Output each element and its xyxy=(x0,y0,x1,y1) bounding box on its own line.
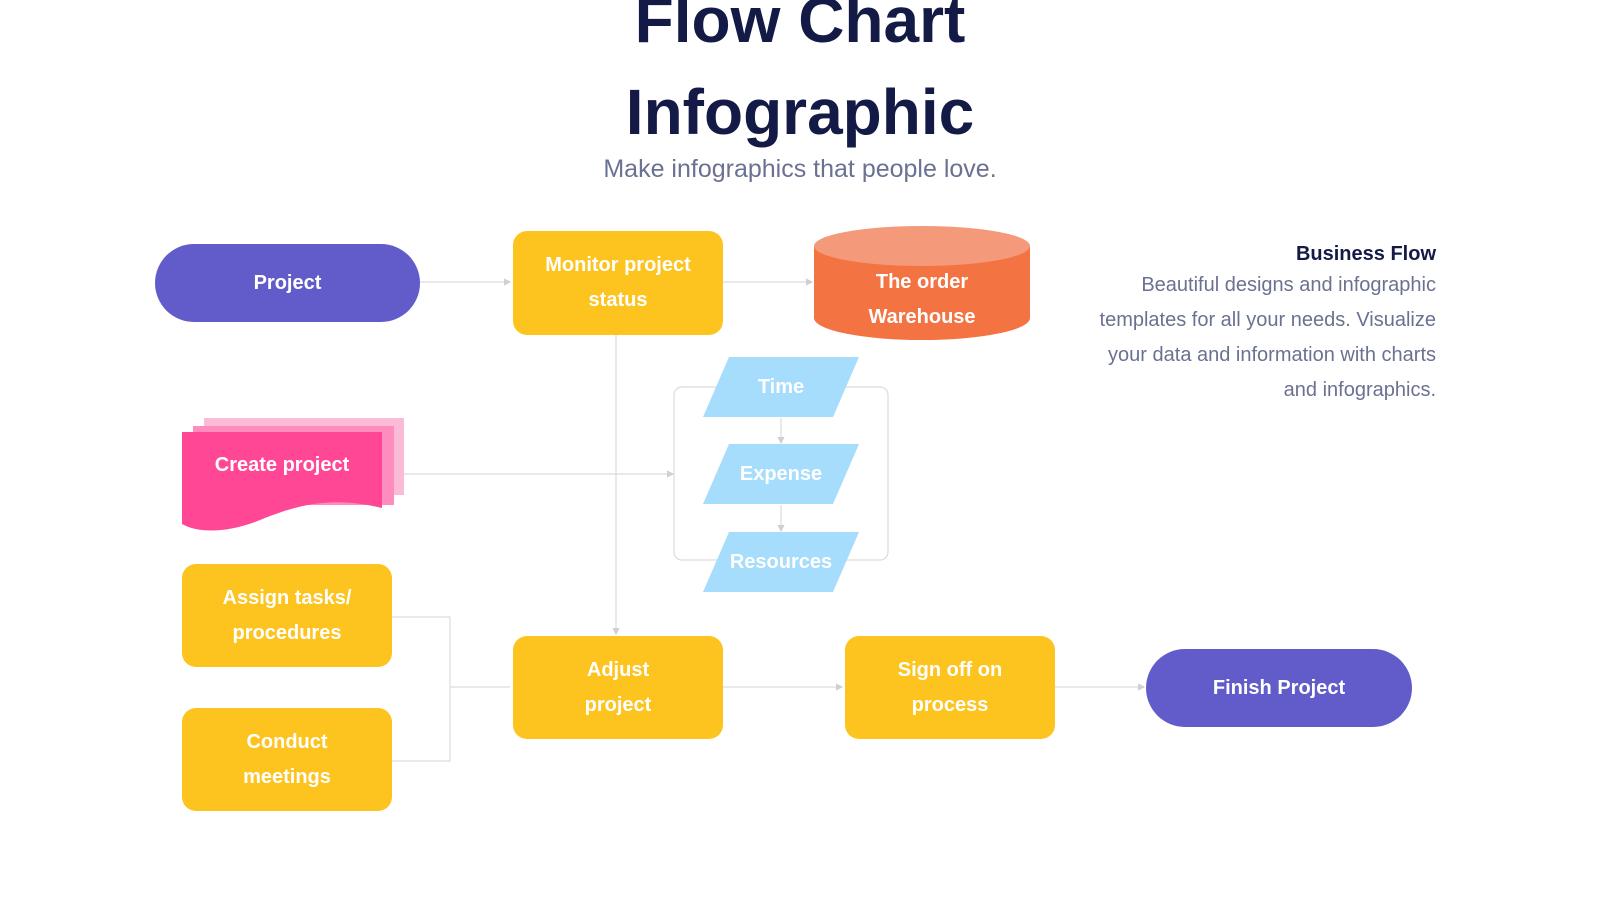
cylinder-shape xyxy=(814,226,1030,340)
business-flow-panel: Business Flow Beautiful designs and info… xyxy=(1076,240,1436,408)
title-line-2: Infographic xyxy=(625,76,975,148)
node-project: Project xyxy=(155,244,420,322)
subtitle: Make infographics that people love. xyxy=(603,155,997,183)
title-line-1: Flow Chart xyxy=(634,0,966,56)
node-assign-tasks: Assign tasks/ procedures xyxy=(182,564,392,667)
node-sign-off: Sign off on process xyxy=(845,636,1055,739)
create-project-label: Create project xyxy=(214,453,350,476)
node-conduct-meetings: Conduct meetings xyxy=(182,708,392,811)
resources-label: Resources xyxy=(729,550,833,573)
node-finish-project: Finish Project xyxy=(1146,649,1412,727)
node-warehouse-cylinder: The order Warehouse xyxy=(814,224,1030,340)
multi-document-shape xyxy=(182,418,404,531)
warehouse-label: The order Warehouse xyxy=(868,271,976,328)
node-adjust-project: Adjust project xyxy=(513,636,723,739)
node-create-project: Create project xyxy=(180,418,410,533)
node-expense: Expense xyxy=(703,444,859,504)
parallelogram-shape xyxy=(703,357,859,417)
node-time: Time xyxy=(703,357,859,417)
connector-meetings xyxy=(392,687,451,762)
connector-assign xyxy=(392,616,451,687)
parallelogram-shape xyxy=(703,444,859,504)
business-flow-text: Beautiful designs and infographic templa… xyxy=(1099,274,1436,401)
node-resources: Resources xyxy=(703,532,859,592)
expense-label: Expense xyxy=(739,462,823,485)
parallelogram-shape xyxy=(703,532,859,592)
business-flow-title: Business Flow xyxy=(1295,243,1436,265)
node-monitor-status: Monitor project status xyxy=(513,231,723,335)
time-label: Time xyxy=(757,375,805,398)
